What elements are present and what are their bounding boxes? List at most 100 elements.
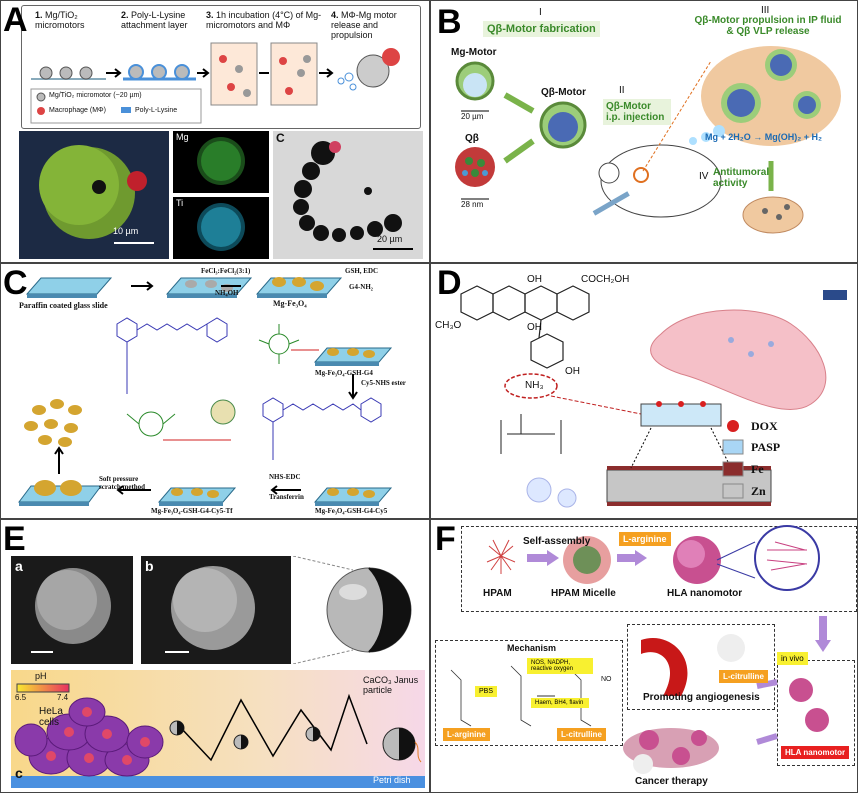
edx-mg-label: Mg [176,132,189,142]
sem-a-label: a [15,558,23,574]
oh-2: OH [527,322,542,333]
edx-ti: Ti [173,197,269,259]
panel-label-c: C [3,264,28,302]
panel-c: C [0,263,430,519]
reagent-cy5: Cy5-NHS ester [361,379,406,387]
ph-label: pH [35,671,47,681]
legend-zn-label: Zn [751,484,766,498]
optical-label: C [276,131,285,145]
panel-label-d: D [437,264,462,302]
scale-20um: 20 µm [461,112,484,121]
ph-high: 7.4 [57,693,69,702]
panel-e: E a b [0,519,430,793]
reagent-fecl: FeCl₃:FeCl₂(3:1) [201,267,251,275]
scene-c: pH 6.5 7.4 HeLa cells CaCO₃ Janus partic… [11,670,425,788]
oh-3: OH [565,366,580,377]
reagent-gsh: GSH, EDC [345,267,379,275]
reaction-equation: Mg + 2H₂O → Mg(OH)₂ + H₂ [705,132,822,142]
product-mg-fe3o4: Mg-Fe₃O₄ [273,299,307,308]
mechanism-label: Mechanism [507,643,557,653]
panel-f: F [430,519,858,793]
product-cy5: Mg-Fe₃O₄-GSH-G4-Cy5 [315,507,388,515]
panel-label-a: A [3,1,28,39]
schematic-f [450,525,831,774]
schematic-d [460,285,847,508]
hla-nanomotor-tag: HLA nanomotor [781,746,850,759]
scene-c-label: c [15,765,23,781]
panel-d: D [430,263,858,519]
product-tf: Mg-Fe₃O₄-GSH-G4-Cy5-Tf [151,507,233,515]
optical-image: C 20 µm [273,131,423,259]
legend-pasp-label: PASP [751,440,781,454]
step-fabrication: Qβ-Motor fabrication [483,21,600,38]
roman-4: IV [699,171,709,182]
reagent-nh4oh: NH₄OH [215,289,239,297]
cofactor-tag: Haem, BH4, flavin [531,698,589,708]
roman-1: I [539,7,542,18]
qbeta-label: Qβ [465,133,479,144]
self-assembly-label: Self-assembly [523,536,591,547]
optical-scale: 20 µm [377,234,403,244]
reagent-g4: G4-NH₂ [349,283,373,291]
hla-nanomotor-label: HLA nanomotor [667,588,743,599]
hla-box [777,660,855,766]
l-citrulline-tag-3: L-citrulline [719,670,768,683]
janus-sphere [293,556,412,664]
roman-3: III [761,5,770,16]
reagent-nhs-edc: NHS-EDC [269,473,301,481]
step-3: 3. 1h incubation (4°C) of Mg-micromotors… [206,10,322,30]
angio-box [627,624,775,710]
no-label: NO [601,676,612,683]
panel-label-f: F [435,520,456,558]
edx-ti-label: Ti [176,198,184,208]
cancer-therapy-label: Cancer therapy [635,776,708,787]
ph-low: 6.5 [15,693,27,702]
ketol-group: COCH₂OH [581,274,630,285]
panel-label-b: B [437,3,462,41]
hpam-label: HPAM [483,588,512,599]
panel-b: B I Qβ-Motor fabrication Mg-Motor 20 [430,0,858,263]
step-injection: Qβ-Motor i.p. injection [603,99,671,125]
l-arginine-tag-2: L-arginine [443,728,490,741]
panel-label-e: E [3,520,26,558]
oh-1: OH [527,274,542,285]
petri-label: Petri dish [373,775,411,785]
step-2: 2. Poly-L-Lysine attachment layer [121,10,188,30]
panel-a: A 1. Mg/TiO₂ micromotors 2. Poly-L-Lysin… [0,0,430,263]
schematic-c [18,277,393,506]
sem-image: 10 µm [19,131,169,259]
mg-motor-label: Mg-Motor [451,47,497,58]
sem-scale: 10 µm [113,226,139,236]
micelle-label: HPAM Micelle [551,588,616,599]
sem-a: a [11,556,133,664]
schematic-a [30,42,400,124]
legend-polylysine: Poly-L-Lysine [135,107,178,114]
methoxy-group: CH₃O [435,320,462,331]
legend-micromotor: Mg/TiO₂ micromotor (~20 µm) [49,92,142,99]
schematic-b [455,46,841,234]
janus-label: CaCO₃ Janus particle [363,675,419,695]
legend-macrophage: Macrophage (MΦ) [49,107,106,114]
amine-group: NH₃ [525,380,544,391]
reagent-transferrin: Transferrin [269,493,304,501]
step-propulsion: Qβ-Motor propulsion in IP fluid & Qβ VLP… [694,15,842,37]
legend-fe-label: Fe [751,462,764,476]
product-gsh-g4: Mg-Fe₃O₄-GSH-G4 [315,369,373,377]
paraffin-label: Paraffin coated glass slide [19,301,108,310]
edx-mg: Mg [173,131,269,193]
scale-28nm: 28 nm [461,200,484,209]
sem-b-label: b [145,558,154,574]
sem-b: b [141,556,291,664]
scratch-method: Soft pressure scratch method [99,475,146,491]
enzyme-tag: NOS, NADPH, reactive oxygen [527,658,593,674]
angiogenesis-label: Promoting angiogenesis [643,692,760,703]
roman-2: II [619,85,625,96]
step-antitumoral: Antitumoral activity [713,167,770,189]
in-vivo-tag: in vivo [777,652,808,665]
mechanism-box [435,640,623,746]
hela-label: HeLa cells [39,706,63,728]
top-box [461,526,857,612]
schematic-box [21,5,421,129]
qbeta-motor-label: Qβ-Motor [541,87,586,98]
legend-dox-label: DOX [751,419,778,433]
